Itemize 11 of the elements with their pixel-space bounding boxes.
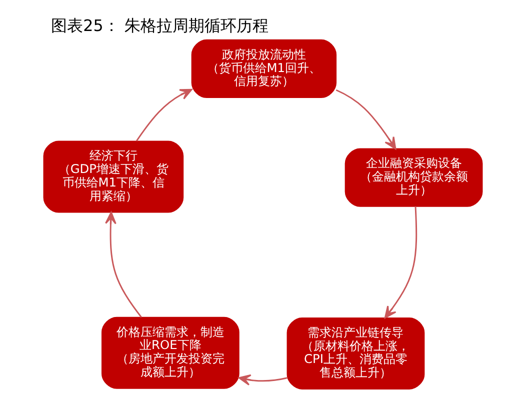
arrow — [238, 374, 288, 386]
node-box: 企业融资采购设备 （金融机构贷款余额上升） — [344, 148, 483, 207]
arrow — [336, 89, 396, 150]
arrow — [105, 212, 142, 318]
diagram-title: 图表25： 朱格拉周期循环历程 — [51, 16, 268, 35]
node-box: 经济下行 （GDP增速下滑、货币供给M1下降、信用紧缩） — [43, 140, 184, 213]
node-box: 需求沿产业链传导 （原材料价格上涨，CPI上升、消费品零售总额上升） — [286, 317, 425, 390]
arrow — [384, 206, 418, 319]
node-box: 价格压缩需求，制造业ROE下降 （房地产开发投资完成额上升） — [102, 316, 240, 389]
arrow — [136, 88, 192, 142]
node-box: 政府投放流动性 （货币供给M1回升、信用复苏） — [191, 39, 337, 98]
